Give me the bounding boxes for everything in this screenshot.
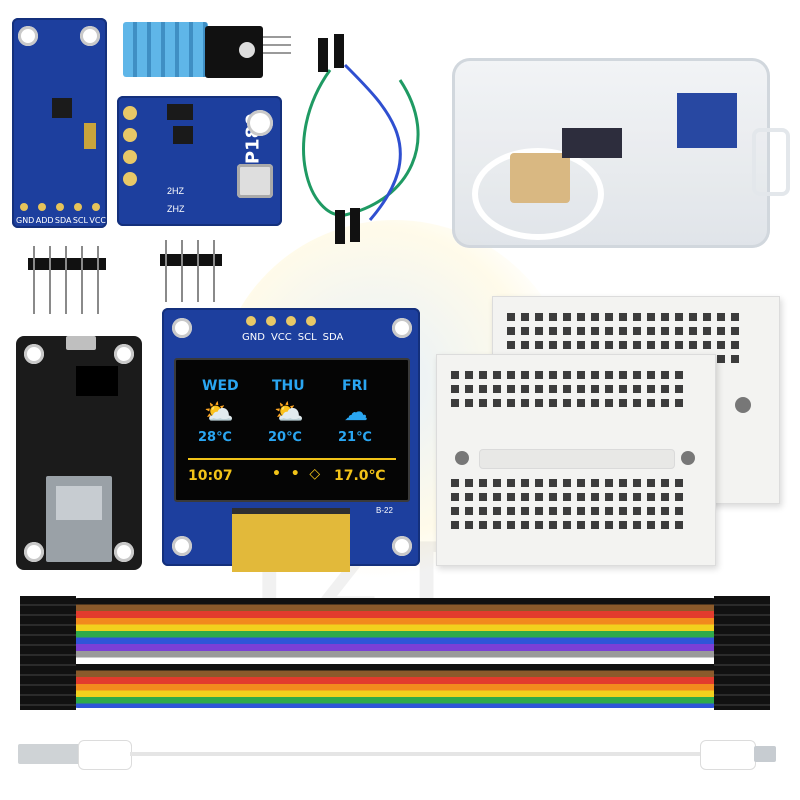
cloud-icon: ☁ [344,398,368,426]
wire-connector [318,38,328,72]
dht-sensor-grille [123,22,208,77]
temp-label: 20℃ [268,430,302,445]
wire-connector [335,210,345,244]
sensor-chip [52,98,72,118]
sensor-pin-label: VCC [89,216,106,225]
storage-box-latch [752,128,790,196]
sensor-pin-label: ADD [35,216,54,225]
bmp180-module: BMP180 2HZ ZHZ [117,96,282,226]
breadboard-mount-hole [681,451,695,465]
bmp180-label-b: ZHZ [167,204,185,214]
day-label: FRI [342,378,368,394]
ribbon-connectors-right [714,596,770,710]
micro-usb-plug [754,746,776,762]
wire-connector [350,208,360,242]
oled-flex-cable [232,508,350,572]
indicator-dots: • • ◇ [272,466,321,482]
oled-pin-label: SCL [297,332,317,343]
nodemcu-board [16,336,142,570]
sensor-component [84,123,96,149]
day-label: THU [272,378,305,394]
bmp180-sensor [237,164,273,198]
day-label: WED [202,378,239,394]
nodemcu-chip [76,366,118,396]
breadboard-front [436,354,716,566]
oled-module: GND VCC SCL SDA WED THU FRI ⛅ ⛅ ☁ 28℃ 20… [162,308,420,572]
breadboard-mount-hole [455,451,469,465]
wire-blue [343,63,402,221]
oled-pin-label: SDA [322,332,344,343]
box-cable-coil [472,148,604,240]
rainbow-ribbon-cable [70,598,720,708]
storage-box [452,58,790,248]
wifi-shield [56,486,102,520]
dht-header-pins [263,36,291,58]
oled-revision: B-22 [376,506,393,515]
usb-port [66,336,96,350]
usb-cable-wire [130,752,700,756]
breadboard-center-channel [479,449,675,469]
oled-divider [188,458,396,460]
ribbon-connectors-left [20,596,76,710]
sun-cloud-icon: ⛅ [274,398,304,426]
box-tape [510,153,570,203]
temp-label: 21℃ [338,430,372,445]
usb-a-housing [78,740,132,770]
wire-connector [334,34,344,68]
temperature-label: 17.0℃ [334,468,386,484]
box-module-blue [677,93,737,148]
header-pins-4 [160,240,222,302]
breadboard-mount-hole [735,397,751,413]
time-label: 10:07 [188,468,233,484]
oled-screen: WED THU FRI ⛅ ⛅ ☁ 28℃ 20℃ 21℃ 10:07 • • … [174,358,410,502]
dht-sensor-module [123,22,263,78]
usb-a-plug [18,744,80,764]
wire-green [302,69,420,217]
sensor-pin-row [20,203,100,215]
micro-usb-housing [700,740,756,770]
header-pins-5 [28,246,106,314]
light-sensor-module: GND ADD SDA SCL VCC [12,18,107,228]
oled-pin-label: GND [242,332,265,343]
box-module [562,128,622,158]
bmp180-regulator [167,104,193,120]
sensor-pin-label: SCL [72,216,88,225]
usb-cable [18,734,780,774]
bmp180-chip [173,126,193,144]
temp-label: 28℃ [198,430,232,445]
bmp180-label-a: 2HZ [167,186,185,196]
sun-cloud-icon: ⛅ [204,398,234,426]
jumper-wires-ff [302,34,420,244]
oled-pin-label: VCC [270,332,292,343]
sensor-pin-label: SDA [54,216,72,225]
dht-mount-hole [239,42,255,58]
sensor-pin-label: GND [16,216,35,225]
